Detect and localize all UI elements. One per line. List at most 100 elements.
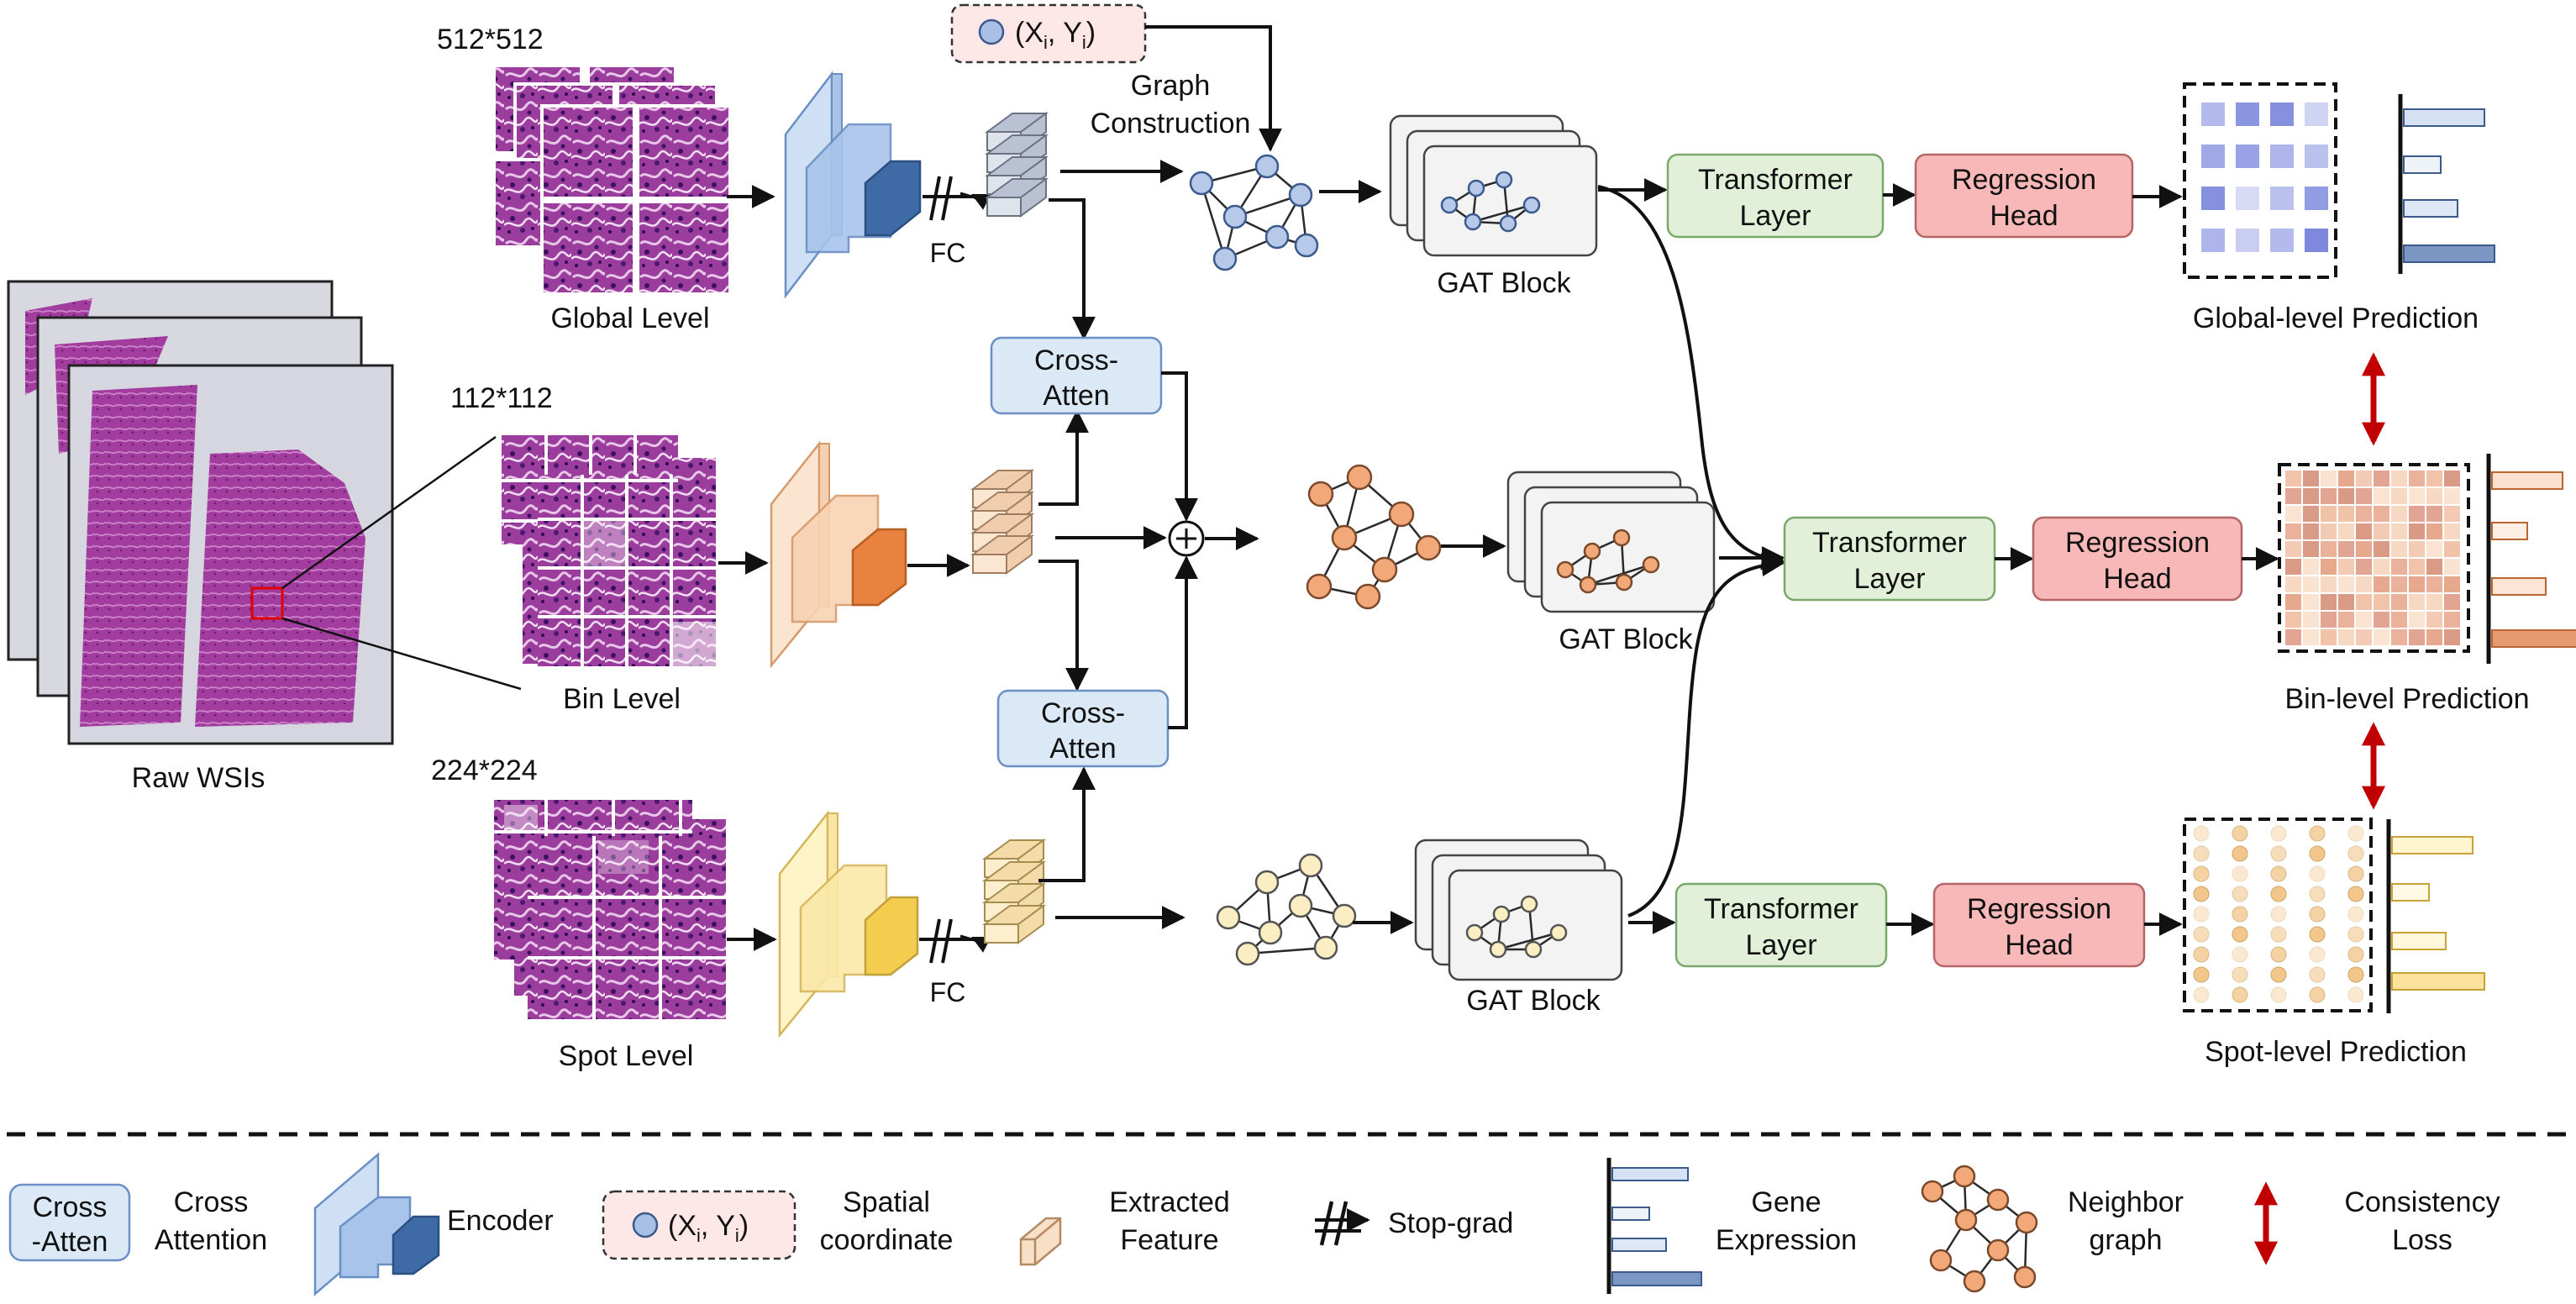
prediction-spot: [2270, 886, 2287, 902]
raw-wsi-stack: [7, 280, 522, 745]
prediction-spot: [2270, 966, 2287, 983]
prediction-cell: [2426, 541, 2442, 557]
transformer-layer-global: Transformer Layer: [1666, 153, 1885, 239]
prediction-cell: [2356, 541, 2372, 557]
spot-size-label: 224*224: [431, 755, 538, 786]
graph-node: [1522, 196, 1541, 214]
prediction-cell: [2303, 471, 2319, 486]
regression-head-global: Regression Head: [1914, 153, 2134, 239]
prediction-cell: [2409, 559, 2425, 575]
prediction-cell: [2409, 488, 2425, 504]
neighbor-graph-bin: [1306, 464, 1442, 610]
graph-node: [1298, 853, 1323, 878]
legend-cross-attention: Cross -Atten Cross Attention: [8, 1183, 267, 1262]
gat-block-spot: [1414, 839, 1623, 981]
gat-block-global: [1389, 114, 1598, 257]
coordinate-node-icon: [978, 18, 1005, 45]
graph-node: [1467, 179, 1485, 197]
graph-construction-line1: Graph: [1131, 70, 1211, 102]
transformer-spot-line1: Transformer: [1704, 893, 1858, 925]
prediction-cell: [2236, 187, 2259, 210]
graph-node: [1520, 895, 1538, 913]
gat-block-bin-label: GAT Block: [1559, 623, 1693, 655]
expression-bar: [2391, 883, 2430, 902]
prediction-cell: [2305, 103, 2328, 126]
prediction-cell: [2391, 488, 2407, 504]
prediction-cell: [2374, 559, 2389, 575]
legend-extracted-label-line1: Extracted: [1109, 1186, 1230, 1218]
expression-bar: [2491, 471, 2563, 490]
prediction-cell: [2321, 612, 2337, 628]
prediction-cell: [2356, 506, 2372, 522]
prediction-cell: [2201, 187, 2225, 210]
prediction-cell: [2285, 471, 2301, 486]
prediction-cell: [2356, 612, 2372, 628]
prediction-spot: [2270, 845, 2287, 862]
prediction-spot: [2232, 906, 2248, 923]
regression-bin-line1: Regression: [2065, 527, 2210, 559]
graph-node: [1464, 213, 1482, 231]
graph-node: [1921, 1180, 1944, 1203]
legend-extracted-feature: Extracted Feature: [1019, 1186, 1230, 1266]
legend-spatial-label-line2: coordinate: [820, 1224, 954, 1256]
legend-extracted-label-line2: Feature: [1120, 1224, 1218, 1256]
graph-node: [1254, 154, 1280, 179]
prediction-cell: [2374, 541, 2389, 557]
prediction-cell: [2391, 541, 2407, 557]
prediction-cell: [2444, 541, 2460, 557]
prediction-spot: [2232, 986, 2248, 1003]
prediction-cell: [2270, 145, 2294, 168]
prediction-cell: [2426, 594, 2442, 610]
global-size-label: 512*512: [437, 24, 544, 55]
patch-stack-global: [492, 64, 732, 296]
legend-encoder: Encoder: [313, 1152, 554, 1296]
graph-node: [1288, 182, 1313, 208]
regression-spot-line2: Head: [2005, 929, 2073, 961]
graph-node: [1524, 940, 1543, 959]
global-prediction-label: Global-level Prediction: [2193, 302, 2479, 334]
prediction-spot: [2232, 946, 2248, 963]
prediction-cell: [2444, 576, 2460, 592]
graph-node: [1307, 481, 1334, 507]
prediction-cell: [2374, 594, 2389, 610]
prediction-cell: [2426, 488, 2442, 504]
prediction-cell: [2444, 471, 2460, 486]
graph-node: [1189, 171, 1214, 196]
prediction-spot: [2232, 926, 2248, 943]
gat-layer: [1540, 501, 1716, 613]
prediction-cell: [2409, 629, 2425, 645]
prediction-spot: [2309, 906, 2326, 923]
prediction-cell: [2356, 559, 2372, 575]
prediction-cell: [2270, 103, 2294, 126]
graph-node: [2015, 1211, 2038, 1234]
regression-global-line2: Head: [1990, 200, 2058, 232]
graph-node: [2013, 1265, 2037, 1289]
regression-head-bin: Regression Head: [2032, 516, 2243, 602]
legend-spatial-coordinate: (Xi, Yi) Spatial coordinate: [602, 1186, 954, 1260]
graph-node: [1440, 196, 1459, 214]
prediction-spot: [2232, 966, 2248, 983]
cross-atten-bottom-line2: Atten: [1049, 733, 1116, 765]
prediction-spot: [2309, 845, 2326, 862]
prediction-cell: [2444, 612, 2460, 628]
raw-wsi-label: Raw WSIs: [132, 762, 265, 794]
graph-node: [1415, 534, 1442, 561]
prediction-cell: [2305, 145, 2328, 168]
prediction-cell: [2285, 612, 2301, 628]
patch-stack-bin: [502, 435, 716, 666]
prediction-spot: [2347, 825, 2364, 842]
prediction-cell: [2201, 103, 2225, 126]
prediction-spot: [2232, 825, 2248, 842]
legend-neighbor-label-line2: graph: [2090, 1224, 2163, 1256]
feature-slab: [981, 904, 1047, 944]
prediction-cell: [2356, 594, 2372, 610]
prediction-grid-spot: [2183, 818, 2373, 1012]
graph-node: [1288, 893, 1313, 918]
prediction-cell: [2303, 506, 2319, 522]
graph-node: [1954, 1208, 1978, 1232]
prediction-cell: [2409, 541, 2425, 557]
prediction-cell: [2201, 145, 2225, 168]
graph-node: [1388, 501, 1415, 528]
prediction-cell: [2303, 594, 2319, 610]
gat-block-bin: [1506, 471, 1716, 613]
